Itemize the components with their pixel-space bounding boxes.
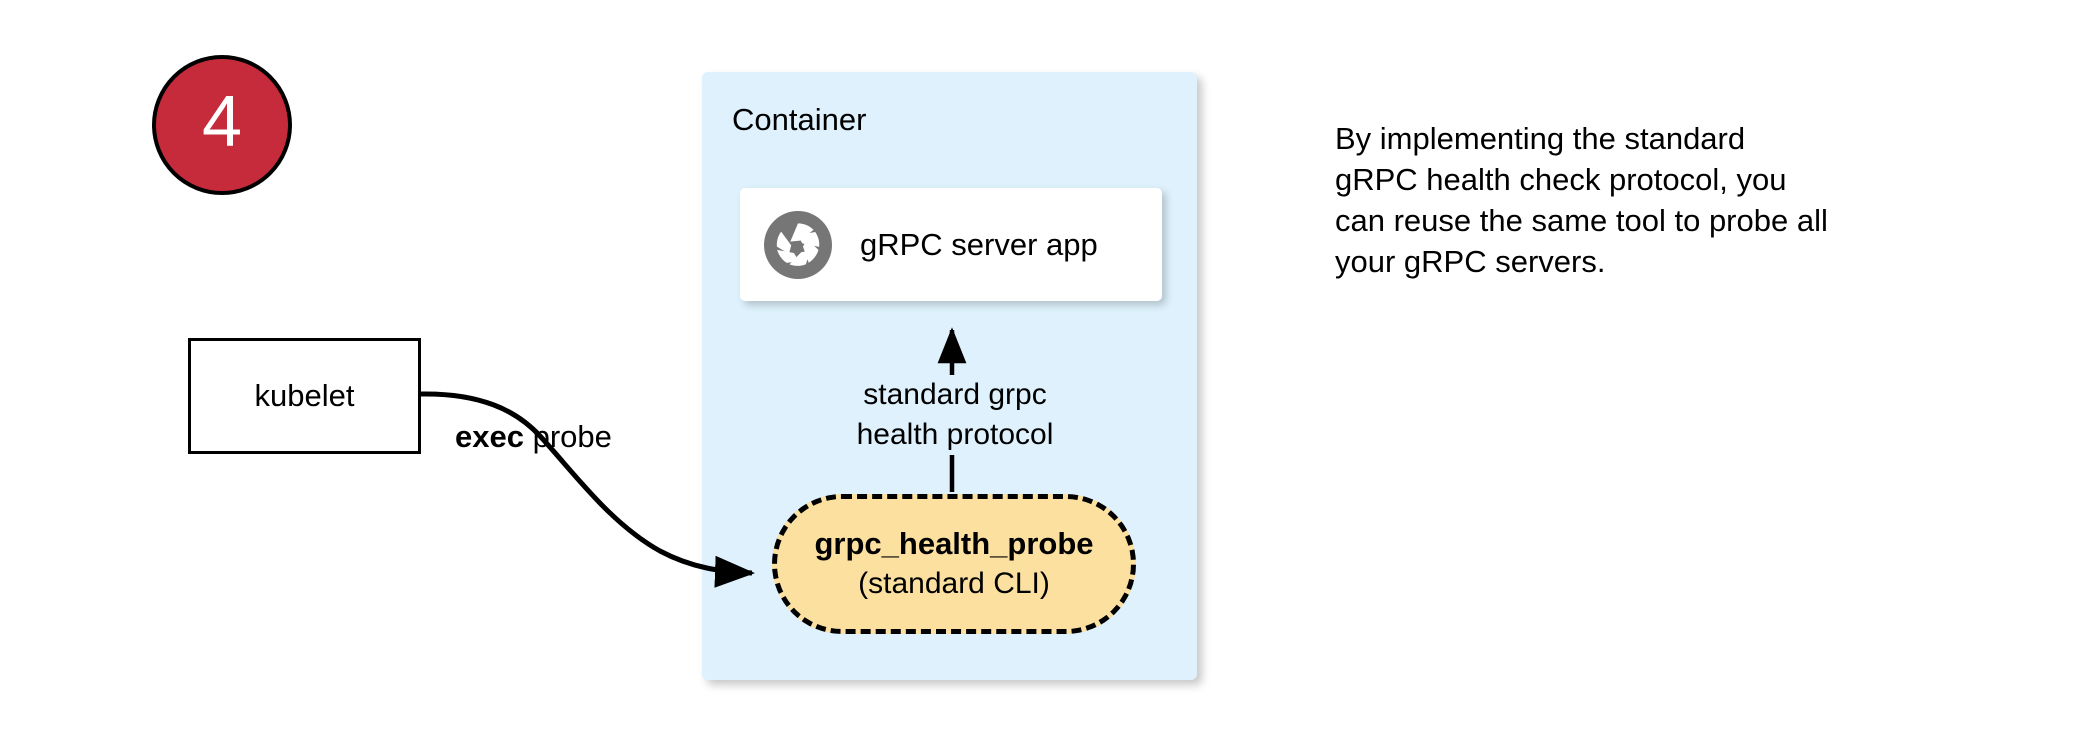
step-number-badge: 4 xyxy=(152,55,292,195)
side-note-line-4: your gRPC servers. xyxy=(1335,244,1606,279)
exec-probe-label-bold: exec xyxy=(455,419,524,454)
grpc-server-app-card: gRPC server app xyxy=(740,188,1162,301)
side-note: By implementing the standard gRPC health… xyxy=(1335,118,1915,282)
grpc-health-probe-pill: grpc_health_probe (standard CLI) xyxy=(772,494,1136,634)
health-protocol-edge-label: standard grpc health protocol xyxy=(840,375,1070,455)
exec-probe-edge-label: exec probe xyxy=(455,419,612,455)
side-note-line-2: gRPC health check protocol, you xyxy=(1335,162,1787,197)
step-number-text: 4 xyxy=(201,82,243,162)
kubelet-label: kubelet xyxy=(254,378,355,413)
kubelet-box: kubelet xyxy=(188,338,421,454)
grpc-health-probe-subtitle: (standard CLI) xyxy=(858,567,1050,600)
health-protocol-line-2: health protocol xyxy=(840,415,1070,455)
exec-probe-label-rest: probe xyxy=(523,419,612,454)
health-protocol-line-1: standard grpc xyxy=(840,375,1070,415)
side-note-line-1: By implementing the standard xyxy=(1335,121,1746,156)
container-label: Container xyxy=(732,102,867,137)
grpc-aperture-icon xyxy=(764,210,832,279)
grpc-health-probe-title: grpc_health_probe xyxy=(814,526,1094,561)
grpc-server-app-label: gRPC server app xyxy=(860,226,1098,262)
side-note-line-3: can reuse the same tool to probe all xyxy=(1335,203,1828,238)
